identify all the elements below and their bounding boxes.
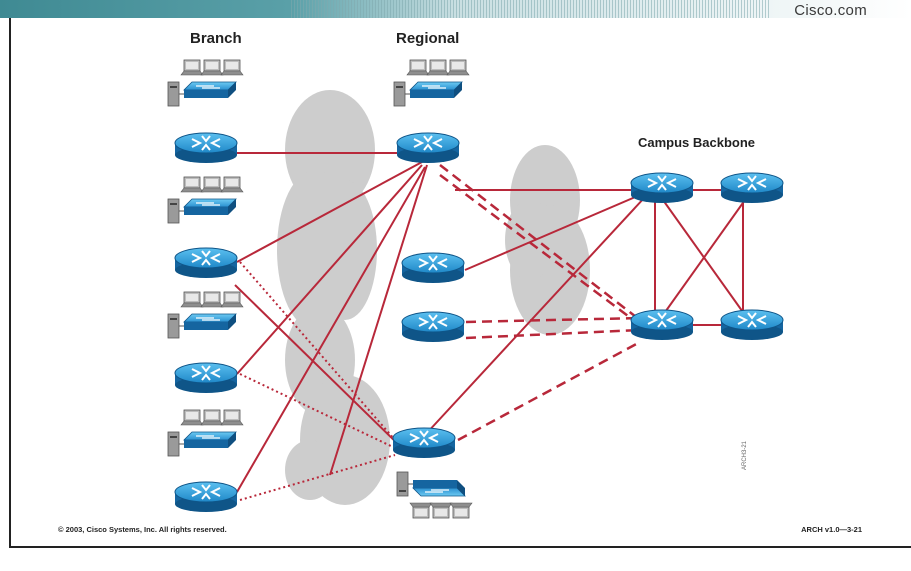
branch-router-3 (174, 362, 238, 394)
branch-lan-3 (167, 291, 244, 339)
branch-router-1 (174, 132, 238, 164)
regional-label: Regional (396, 30, 460, 47)
regional-router-mid-1 (401, 252, 465, 284)
regional-router-bottom (392, 427, 456, 459)
brand-logo-text: Cisco.com (794, 2, 867, 19)
campus-router-bottom-left (630, 309, 694, 341)
branch-lan-1 (167, 59, 244, 107)
wan-cloud-left (277, 90, 390, 505)
solid-links (234, 152, 746, 493)
branch-router-2 (174, 247, 238, 279)
regional-lan-bottom (396, 471, 473, 519)
regional-router-top (396, 132, 460, 164)
campus-backbone-label: Campus Backbone (638, 135, 756, 150)
side-code-text: ARCH3-21 (742, 440, 748, 470)
branch-lan-2 (167, 176, 244, 224)
slide-id-text: ARCH v1.0—3-21 (801, 525, 862, 534)
branch-router-4 (174, 481, 238, 513)
dashed-links (439, 164, 641, 442)
regional-lan-top (393, 59, 470, 107)
campus-router-top-right (720, 172, 784, 204)
branch-lan-4 (167, 409, 244, 457)
bottom-border (9, 546, 911, 548)
wan-cloud-right (505, 145, 590, 335)
copyright-text: © 2003, Cisco Systems, Inc. All rights r… (58, 525, 227, 534)
left-border (9, 18, 11, 548)
campus-router-bottom-right (720, 309, 784, 341)
dotted-links (239, 261, 396, 501)
regional-router-mid-2 (401, 311, 465, 343)
header-bar (0, 0, 911, 18)
branch-label: Branch (190, 30, 242, 47)
campus-router-top-left (630, 172, 694, 204)
